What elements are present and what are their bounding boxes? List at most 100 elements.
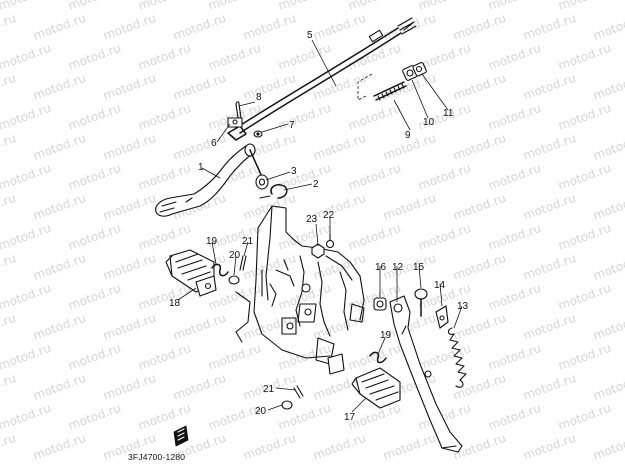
watermark-text: motod.ru xyxy=(451,191,508,223)
watermark-text: motod.ru xyxy=(66,341,123,373)
watermark-text: motod.ru xyxy=(0,251,18,283)
callout-20-left: 20 xyxy=(229,250,241,261)
callout-18: 18 xyxy=(169,298,181,309)
watermark-text: motod.ru xyxy=(241,11,298,43)
watermark-text: motod.ru xyxy=(171,11,228,43)
callout-16: 16 xyxy=(375,262,387,273)
watermark-text: motod.ru xyxy=(556,101,613,133)
part-sidestand xyxy=(389,295,463,453)
callout-14: 14 xyxy=(434,280,446,291)
part-collar-16 xyxy=(373,297,387,311)
watermark-text: motod.ru xyxy=(0,161,53,193)
callout-3: 3 xyxy=(291,166,297,177)
part-pin-20-left xyxy=(228,275,240,285)
watermark-text: motod.ru xyxy=(591,371,625,403)
watermark-text: motod.ru xyxy=(101,71,158,103)
callout-21-left: 21 xyxy=(242,236,254,247)
watermark-text: motod.ru xyxy=(0,221,53,253)
watermark-text: motod.ru xyxy=(556,0,613,13)
watermark-text: motod.ru xyxy=(66,161,123,193)
front-direction-icon xyxy=(173,425,189,447)
watermark-text: motod.ru xyxy=(521,371,578,403)
watermark-text: motod.ru xyxy=(591,71,625,103)
watermark-text: motod.ru xyxy=(416,0,473,13)
leader-lines xyxy=(177,39,463,413)
watermark-text: motod.ru xyxy=(451,131,508,163)
watermark-text: motod.ru xyxy=(0,41,53,73)
watermark-text: motod.ru xyxy=(0,341,53,373)
part-bolt-15 xyxy=(414,288,428,317)
watermark-text: motod.ru xyxy=(101,131,158,163)
watermark-text: motod.ru xyxy=(66,401,123,433)
watermark-text: motod.ru xyxy=(416,221,473,253)
watermark-text: motod.ru xyxy=(521,311,578,343)
watermark-text: motod.ru xyxy=(241,431,298,463)
part-footrest-right xyxy=(327,353,401,409)
watermark-text: motod.ru xyxy=(171,311,228,343)
watermark-text: motod.ru xyxy=(101,311,158,343)
watermark-text: motod.ru xyxy=(31,371,88,403)
watermark-text: motod.ru xyxy=(381,431,438,463)
watermark-text: motod.ru xyxy=(136,101,193,133)
watermark-text: motod.ru xyxy=(486,281,543,313)
watermark-text: motod.ru xyxy=(136,41,193,73)
watermark-text: motod.ru xyxy=(381,11,438,43)
watermark-text: motod.ru xyxy=(381,191,438,223)
watermark-text: motod.ru xyxy=(381,251,438,283)
part-bolt-23 xyxy=(311,243,325,259)
watermark-text: motod.ru xyxy=(171,71,228,103)
watermark-text: motod.ru xyxy=(66,221,123,253)
watermark-text: motod.ru xyxy=(241,251,298,283)
watermark-text: motod.ru xyxy=(0,191,18,223)
watermark-text: motod.ru xyxy=(451,251,508,283)
watermark-text: motod.ru xyxy=(66,41,123,73)
watermark-text: motod.ru xyxy=(591,251,625,283)
watermark-text: motod.ru xyxy=(486,101,543,133)
watermark-text: motod.ru xyxy=(311,71,368,103)
callout-labels: 5 8 6 7 1 3 2 9 10 11 23 22 19 21 20 18 … xyxy=(169,30,469,423)
callout-19-right: 19 xyxy=(380,330,392,341)
part-threaded-rod xyxy=(373,81,407,101)
watermark-text: motod.ru xyxy=(451,371,508,403)
callout-13: 13 xyxy=(457,301,469,312)
callout-7: 7 xyxy=(289,120,295,131)
part-spring-19-left xyxy=(211,263,229,277)
watermark-text: motod.ru xyxy=(101,11,158,43)
part-cotter-21-bottom xyxy=(293,385,304,399)
watermark-text: motod.ru xyxy=(66,281,123,313)
watermark-text: motod.ru xyxy=(521,251,578,283)
part-washer-22 xyxy=(325,233,335,249)
watermark-text: motod.ru xyxy=(31,131,88,163)
watermark-text: motod.ru xyxy=(276,0,333,13)
callout-10: 10 xyxy=(423,117,435,128)
watermark-text: motod.ru xyxy=(451,11,508,43)
diagram-code: 3FJ4700-1280 xyxy=(128,452,185,462)
watermark-text: motod.ru xyxy=(451,71,508,103)
part-pin-20-bottom xyxy=(281,400,293,410)
watermark-text: motod.ru xyxy=(556,401,613,433)
watermark-text: motod.ru xyxy=(311,431,368,463)
watermark-text: motod.ru xyxy=(0,311,18,343)
watermark-text: motod.ru xyxy=(346,41,403,73)
callout-20-bottom: 20 xyxy=(255,406,267,417)
watermark-text: motod.ru xyxy=(0,71,18,103)
callout-2: 2 xyxy=(313,179,319,190)
watermark-text: motod.ru xyxy=(416,161,473,193)
part-cotter-21-left xyxy=(239,255,247,271)
watermark-text: motod.ru xyxy=(591,311,625,343)
watermark-text: motod.ru xyxy=(241,71,298,103)
part-plate-14 xyxy=(435,305,449,329)
watermark-text: motod.ru xyxy=(0,371,18,403)
watermark-text: motod.ru xyxy=(136,221,193,253)
watermark-text: motod.ru xyxy=(0,131,18,163)
watermark-text: motod.ru xyxy=(416,341,473,373)
watermark-text: motod.ru xyxy=(101,371,158,403)
callout-21-bottom: 21 xyxy=(263,384,275,395)
watermark-text: motod.ru xyxy=(486,401,543,433)
watermark-text: motod.ru xyxy=(591,431,625,463)
watermark-text: motod.ru xyxy=(276,161,333,193)
detail-bracket xyxy=(357,73,373,101)
watermark-text: motod.ru xyxy=(486,341,543,373)
